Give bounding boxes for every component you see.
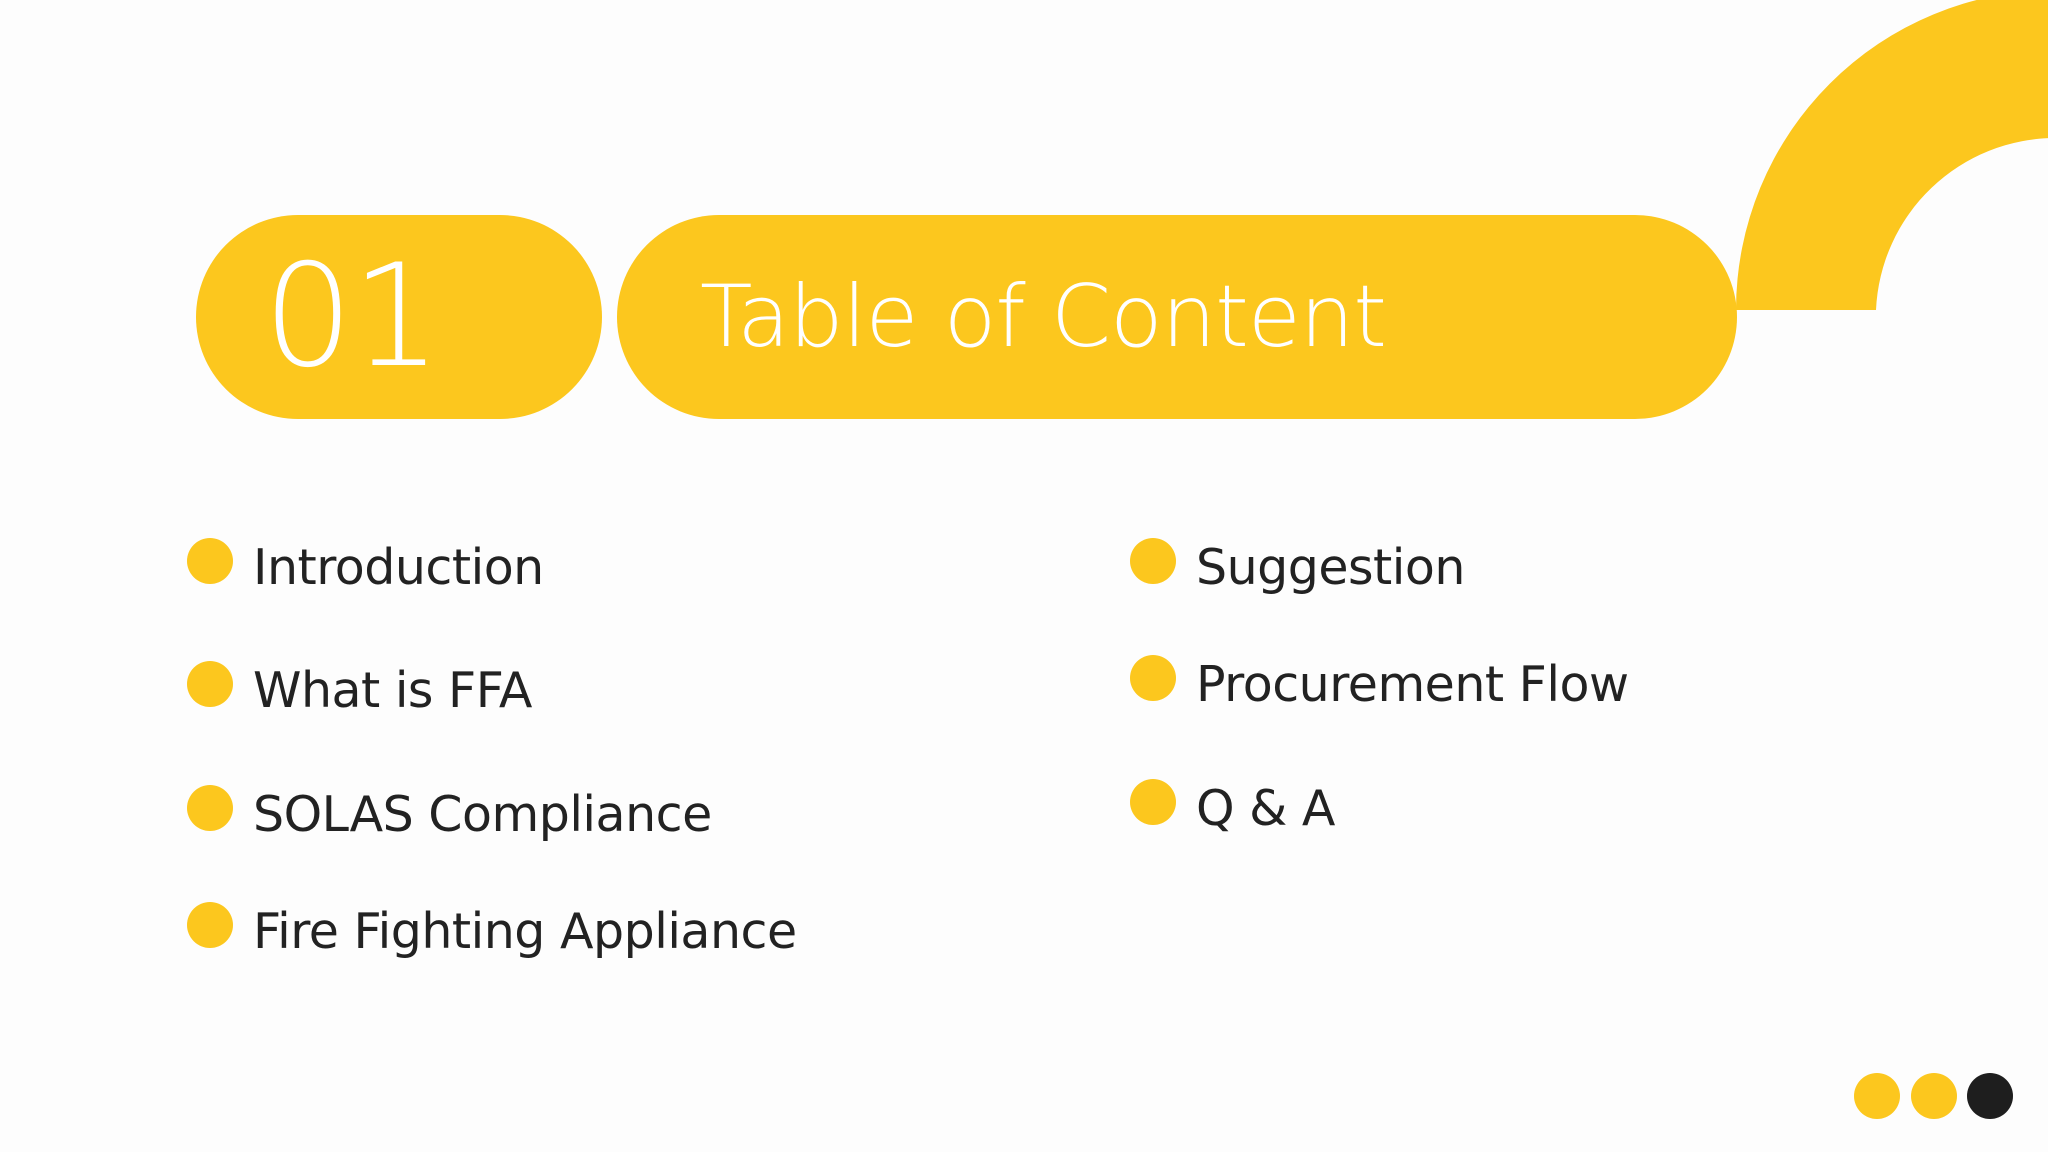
pager-dot-active-icon	[1967, 1073, 2013, 1119]
pager-dot-icon	[1854, 1073, 1900, 1119]
bullet-dot-icon	[187, 902, 233, 948]
page-title: Table of Content	[700, 267, 1387, 367]
toc-item-label: Procurement Flow	[1196, 656, 1629, 713]
toc-item-label: Q & A	[1196, 780, 1335, 837]
bullet-dot-icon	[187, 785, 233, 831]
section-number-pill: 01	[196, 215, 602, 419]
title-pill: Table of Content	[617, 215, 1737, 419]
bullet-dot-icon	[187, 538, 233, 584]
bullet-dot-icon	[187, 661, 233, 707]
toc-item-label: Suggestion	[1196, 539, 1465, 596]
toc-item-label: What is FFA	[253, 662, 532, 719]
section-number: 01	[263, 234, 442, 399]
bullet-dot-icon	[1130, 538, 1176, 584]
pager-dot-icon	[1911, 1073, 1957, 1119]
toc-item-label: SOLAS Compliance	[253, 786, 712, 843]
bullet-dot-icon	[1130, 779, 1176, 825]
bullet-dot-icon	[1130, 655, 1176, 701]
corner-arc-shape	[1736, 0, 2048, 310]
toc-item-label: Introduction	[253, 539, 544, 596]
toc-item-label: Fire Fighting Appliance	[253, 903, 797, 960]
